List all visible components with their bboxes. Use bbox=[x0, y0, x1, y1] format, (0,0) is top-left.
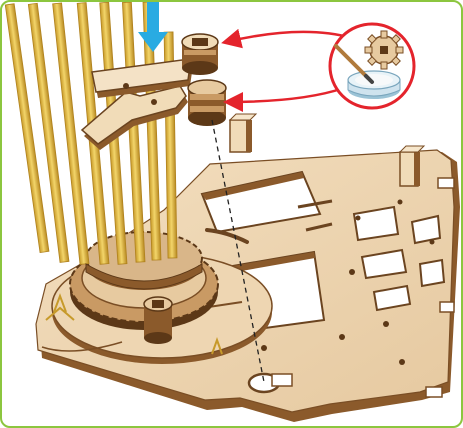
callout-arrow-top bbox=[226, 32, 352, 42]
cap-piece bbox=[182, 34, 218, 75]
gear-icon bbox=[365, 31, 403, 69]
wood-glue-cup-icon bbox=[348, 71, 400, 99]
arm-bushing bbox=[188, 80, 226, 126]
callout-arrow-bottom bbox=[228, 88, 344, 102]
gear-post bbox=[144, 297, 172, 344]
plate-tab-left bbox=[230, 114, 256, 152]
glue-callout bbox=[330, 24, 414, 108]
down-arrow-icon bbox=[138, 2, 168, 52]
